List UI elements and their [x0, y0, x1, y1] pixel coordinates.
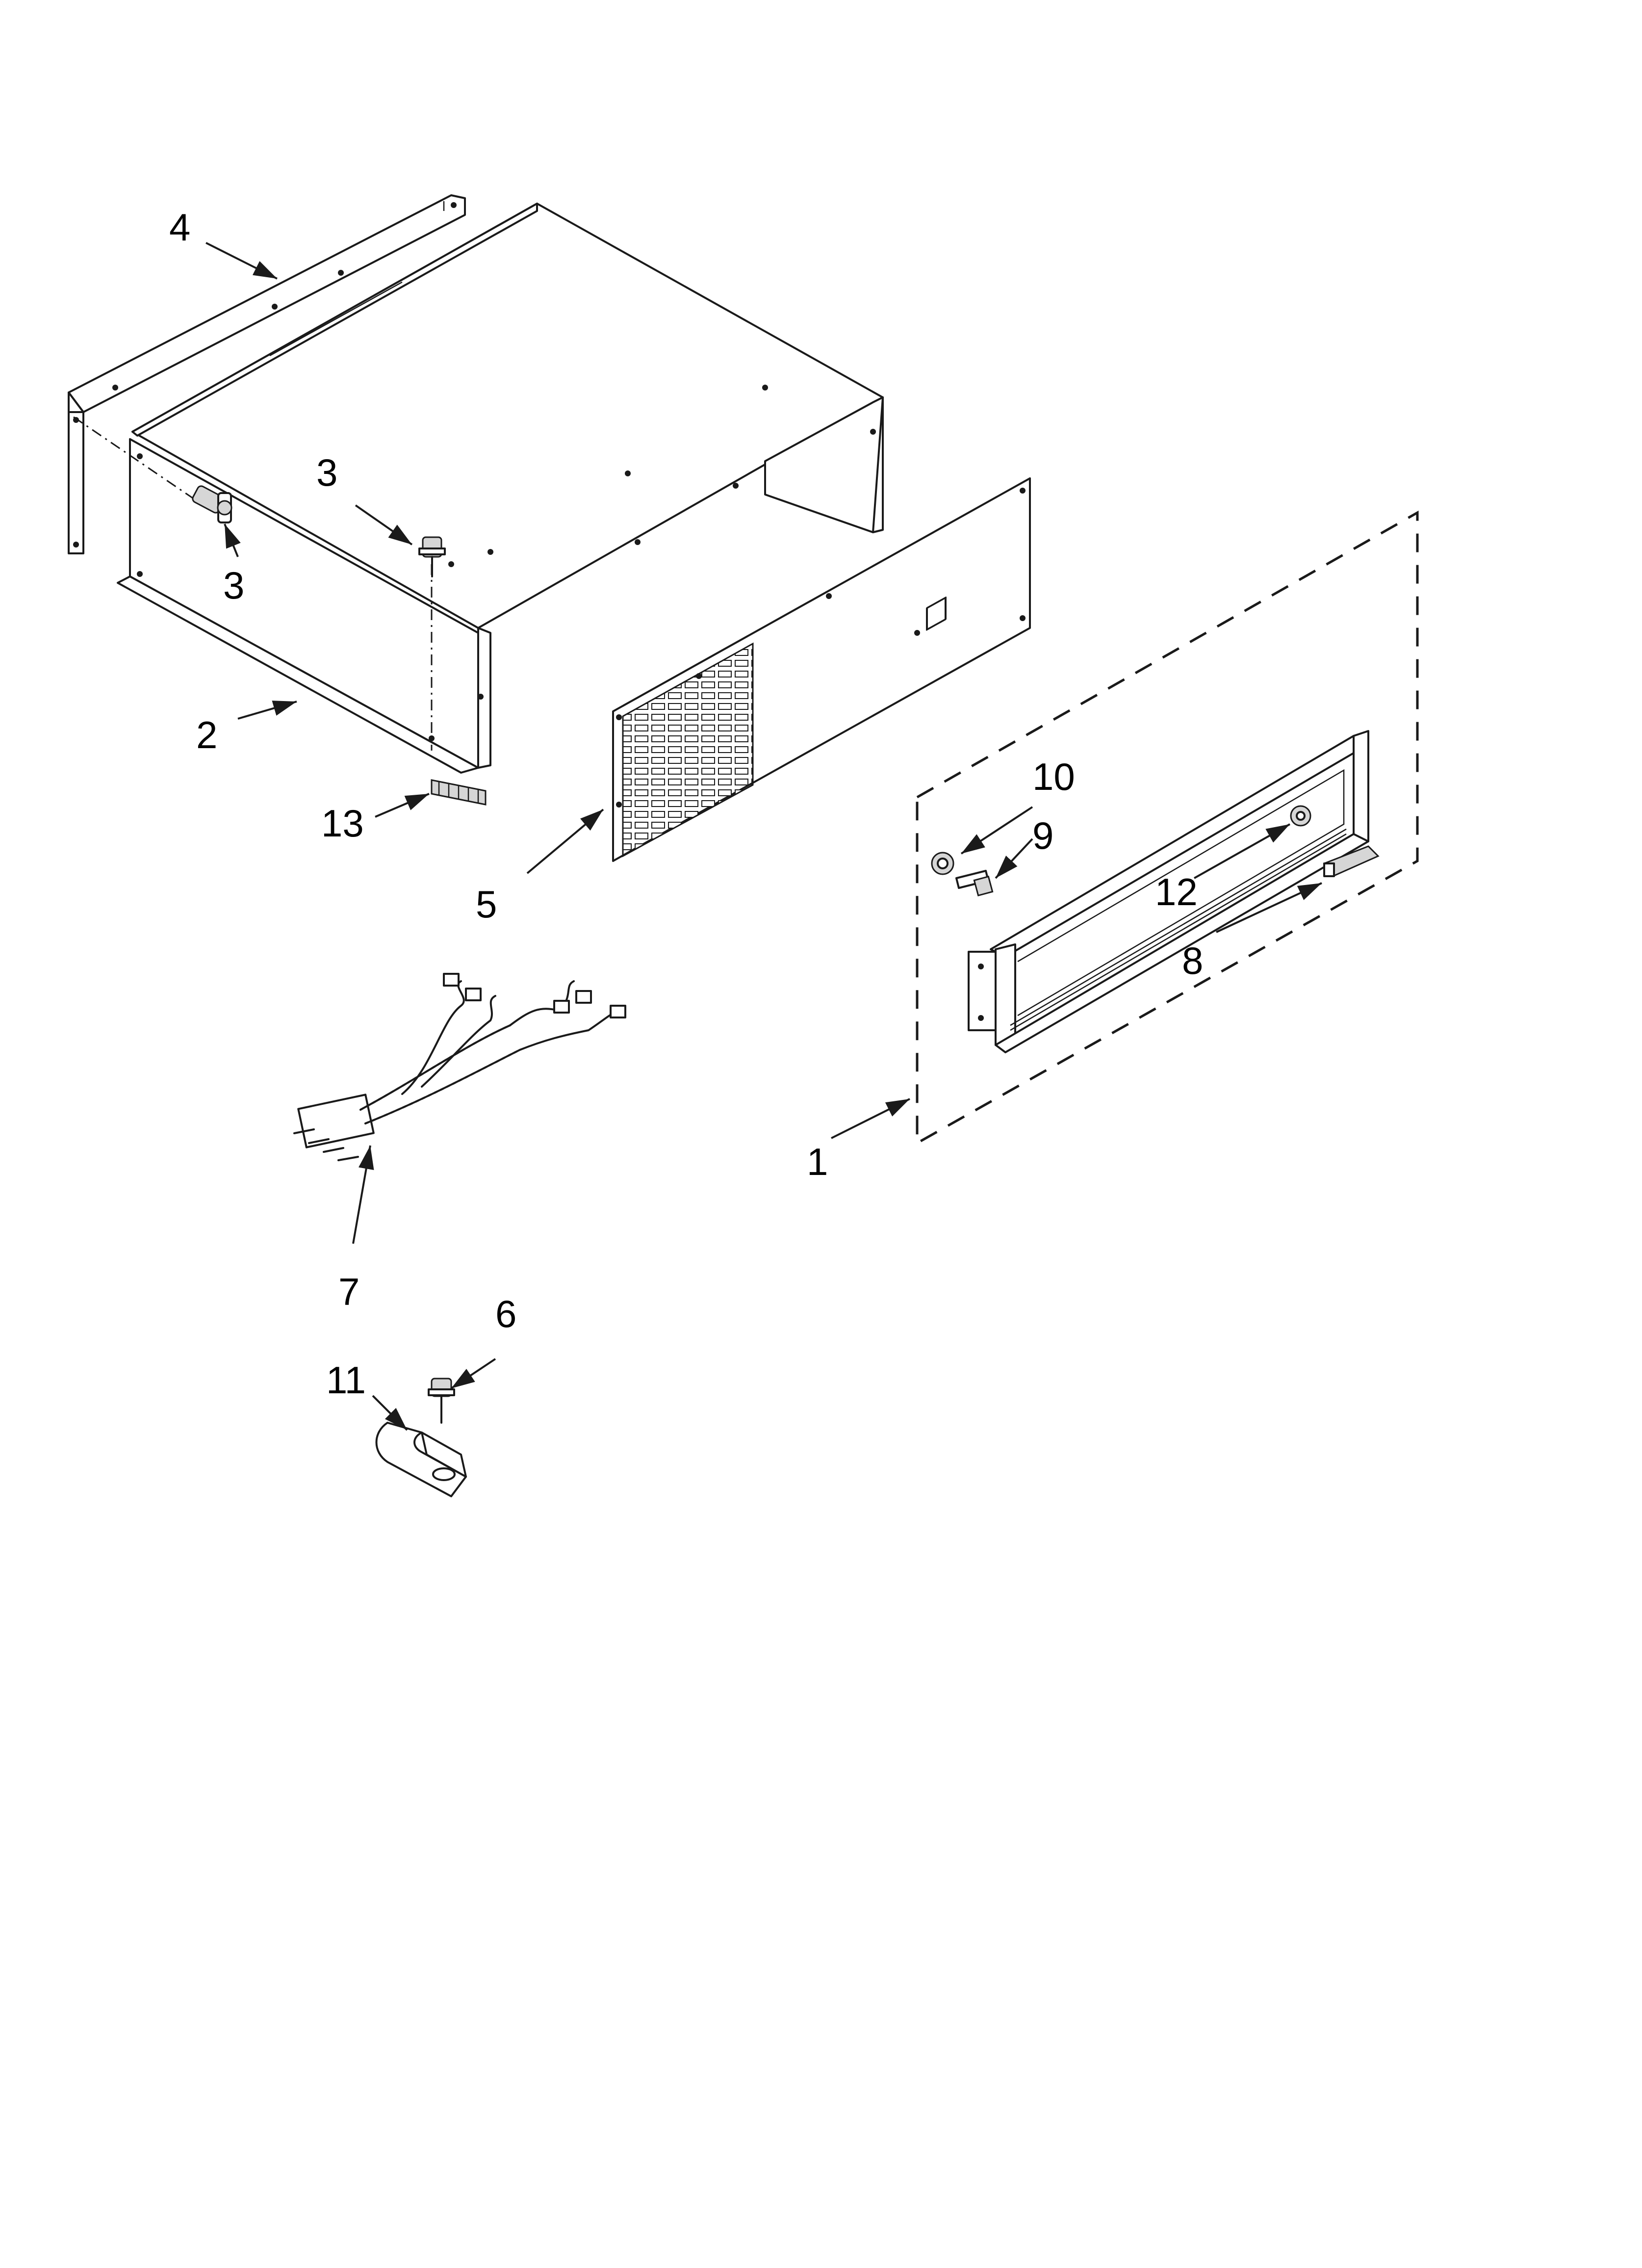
part-10-plunger — [955, 870, 994, 897]
part-6-screw — [428, 1378, 455, 1424]
assembly-boundary — [916, 510, 1419, 1146]
alignment-line-left — [73, 416, 197, 501]
part-screw-top — [418, 536, 446, 577]
callout-6: 6 — [495, 1292, 516, 1335]
part-screw-left — [192, 485, 232, 523]
part-7-wire-harness — [293, 973, 626, 1161]
callout-10: 9 — [1032, 814, 1053, 857]
leader-lines — [205, 242, 1322, 1431]
part-12-nut — [1290, 805, 1311, 827]
callout-12: 12 — [1155, 870, 1198, 913]
callout-1: 1 — [807, 1140, 828, 1183]
callout-5: 5 — [476, 883, 497, 926]
part-13-strip — [431, 779, 487, 806]
part-grille-panel — [612, 477, 1031, 862]
callout-7: 7 — [338, 1270, 359, 1313]
part-9-clamp — [375, 1422, 467, 1497]
part-kickplate-frame — [968, 730, 1369, 1053]
callout-13: 13 — [321, 802, 364, 845]
part-cabinet-housing — [117, 203, 884, 774]
callout-2: 2 — [196, 713, 217, 756]
callout-labels: 4 3 3 2 13 5 10 9 12 8 1 7 6 11 — [169, 206, 1203, 1402]
callout-4: 4 — [169, 206, 190, 249]
callout-3-top: 3 — [316, 451, 337, 494]
callout-8: 8 — [1182, 939, 1203, 982]
callout-11: 10 — [1032, 755, 1075, 798]
callout-3-left: 3 — [223, 564, 244, 607]
part-11-grommet — [931, 852, 954, 875]
callout-9: 11 — [326, 1358, 366, 1402]
part-rear-bracket — [68, 194, 466, 554]
part-8-handle — [1323, 845, 1380, 877]
